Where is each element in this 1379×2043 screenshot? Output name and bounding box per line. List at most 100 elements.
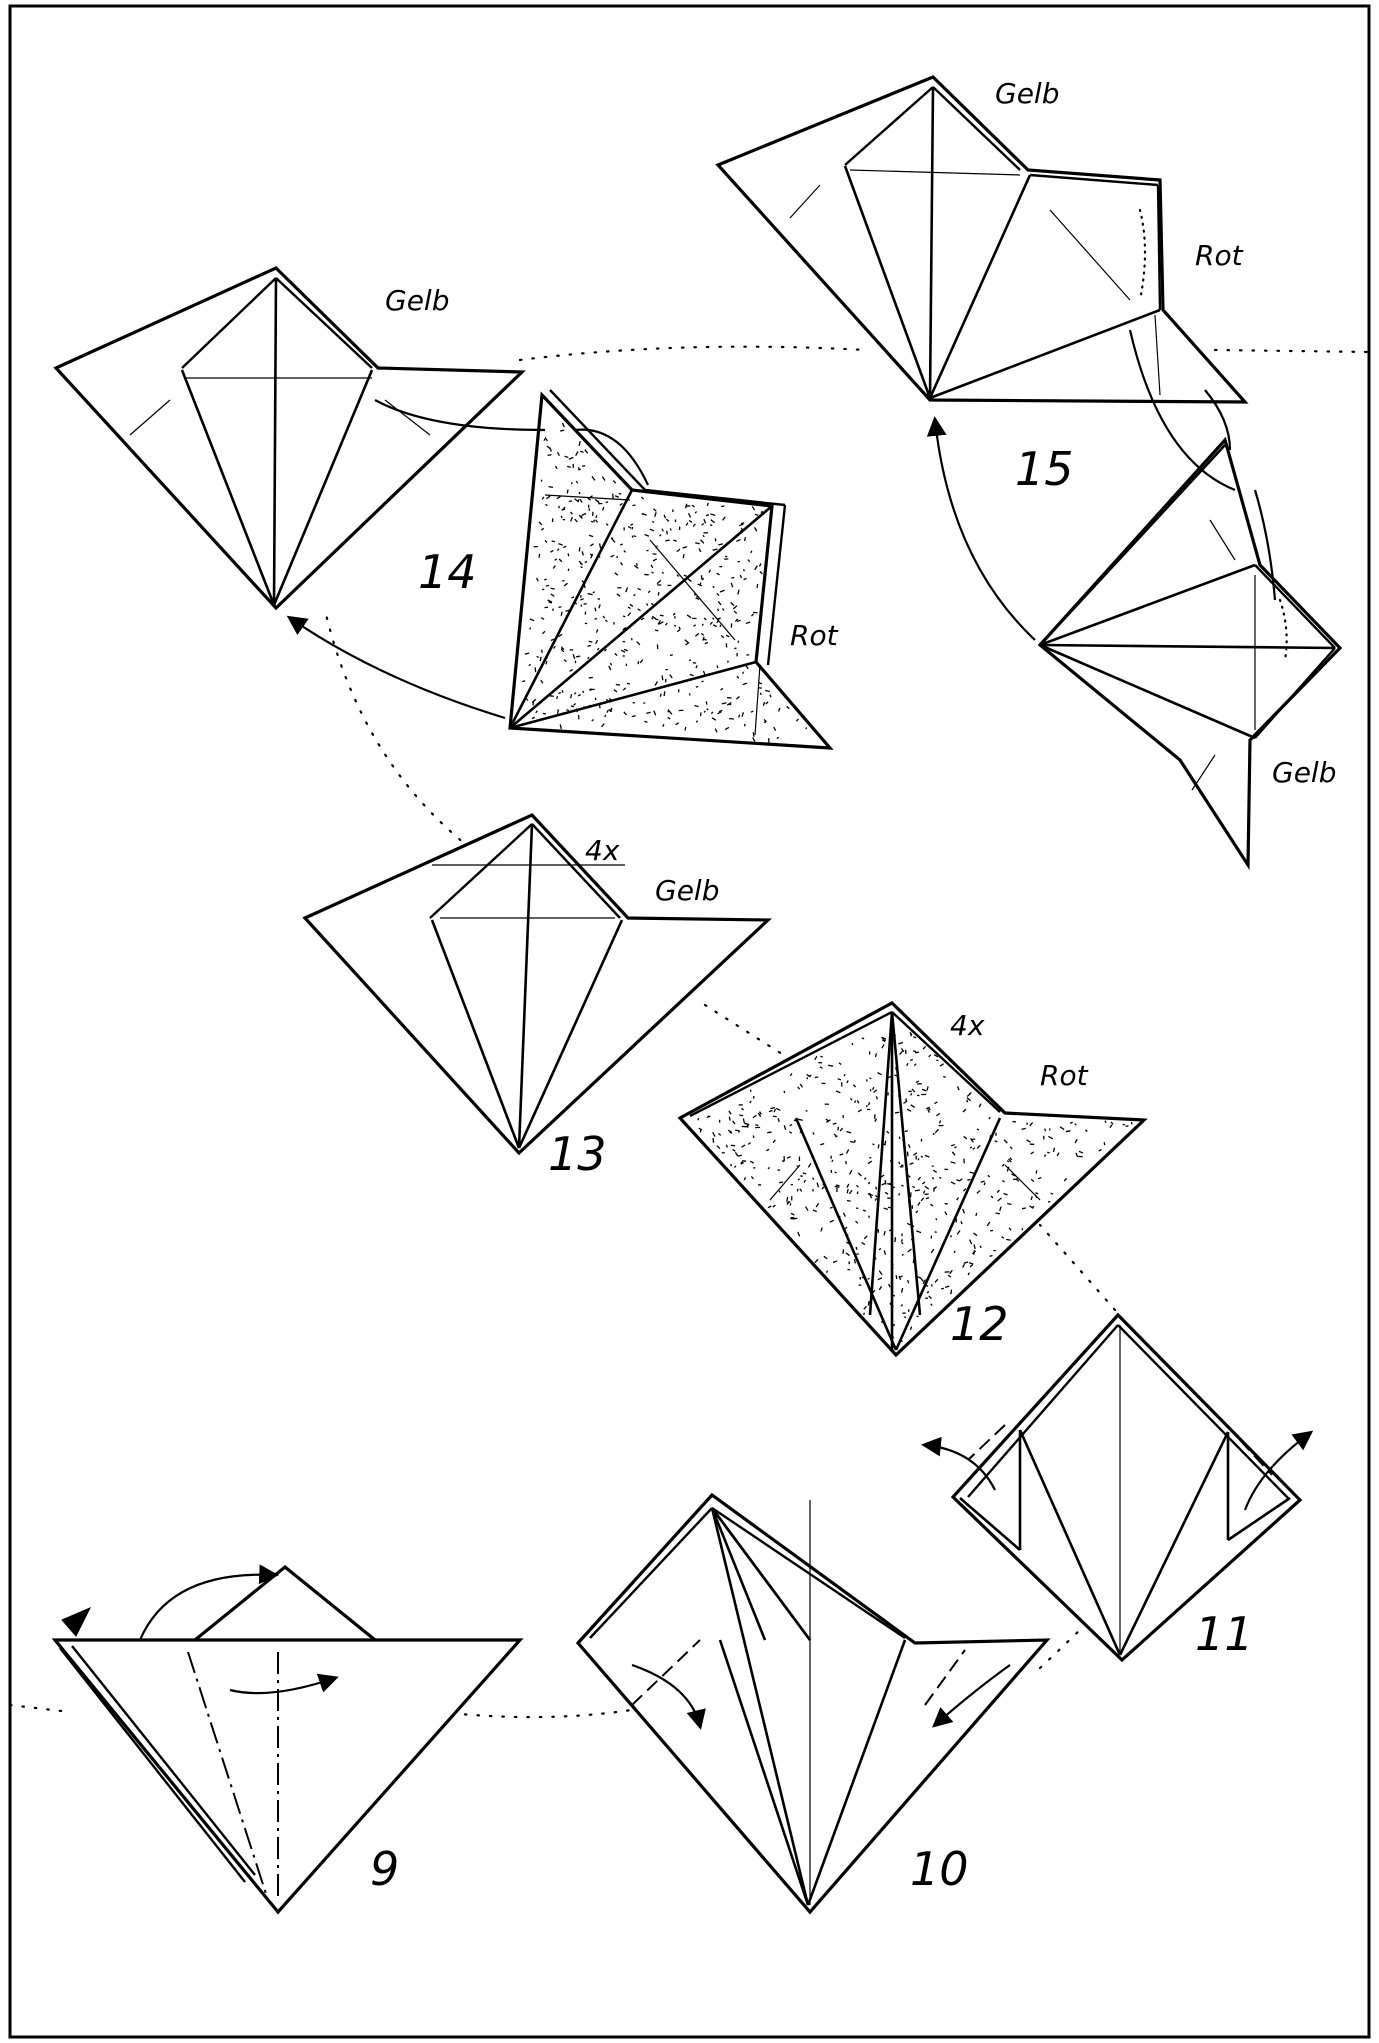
speckle-mark <box>868 1181 871 1185</box>
speckle-mark <box>574 518 578 523</box>
speckle-mark <box>766 1148 770 1152</box>
speckle-mark <box>914 1189 921 1192</box>
speckle-mark <box>663 514 667 519</box>
speckle-mark <box>886 1130 890 1134</box>
rot-label-14: Rot <box>790 619 839 652</box>
speckle-mark <box>684 726 687 731</box>
speckle-mark <box>563 659 567 663</box>
speckle-mark <box>917 1176 922 1181</box>
speckle-mark <box>728 1110 732 1115</box>
speckle-mark <box>595 515 598 519</box>
speckle-mark <box>815 1202 820 1208</box>
step-14-label: 14 <box>418 545 477 599</box>
speckle-mark <box>973 1232 978 1237</box>
speckle-mark <box>672 612 676 616</box>
speckle-mark <box>700 632 705 636</box>
speckle-mark <box>874 1197 878 1202</box>
speckle-mark <box>839 1153 844 1156</box>
speckle-mark <box>828 1064 834 1067</box>
speckle-mark <box>725 634 730 638</box>
speckle-mark <box>739 1114 744 1117</box>
speckle-mark <box>570 516 573 522</box>
speckle-mark <box>573 692 577 695</box>
speckle-mark <box>931 1177 935 1180</box>
speckle-mark <box>601 476 606 481</box>
speckle-mark <box>604 648 607 652</box>
speckle-mark <box>1110 1121 1114 1125</box>
speckle-mark <box>575 451 579 456</box>
speckle-mark <box>560 429 565 432</box>
speckle-mark <box>668 710 673 715</box>
speckle-mark <box>873 1089 878 1093</box>
speckle-mark <box>855 1220 859 1224</box>
speckle-mark <box>901 1253 904 1257</box>
speckle-mark <box>799 1130 803 1134</box>
speckle-mark <box>544 694 550 699</box>
count-label-13: 4x <box>585 834 620 867</box>
speckle-mark <box>703 518 707 524</box>
speckle-mark <box>857 1172 862 1177</box>
speckle-mark <box>609 707 613 713</box>
speckle-mark <box>941 1287 945 1290</box>
step-13-diagram <box>302 813 772 1156</box>
speckle-mark <box>702 534 705 538</box>
speckle-mark <box>803 1179 807 1183</box>
speckle-mark <box>1009 1157 1013 1161</box>
speckle-mark <box>737 589 740 595</box>
speckle-mark <box>727 1129 732 1133</box>
speckle-mark <box>640 617 645 621</box>
speckle-mark <box>598 543 602 549</box>
speckle-mark <box>685 641 690 646</box>
speckle-mark <box>924 1185 930 1190</box>
speckle-mark <box>595 639 599 645</box>
speckle-mark <box>954 1146 957 1149</box>
step-14-diagram <box>53 266 834 750</box>
speckle-mark <box>696 595 700 599</box>
speckle-mark <box>612 480 617 484</box>
step-12-label: 12 <box>950 1297 1009 1351</box>
speckle-mark <box>695 720 699 723</box>
speckle-mark <box>826 1270 829 1274</box>
speckle-mark <box>633 564 639 569</box>
speckle-mark <box>529 618 535 622</box>
speckle-mark <box>541 496 545 500</box>
speckle-mark <box>1035 1170 1038 1174</box>
speckle-mark <box>872 1086 875 1091</box>
speckle-mark <box>930 1203 934 1207</box>
speckle-mark <box>574 498 579 502</box>
speckle-mark <box>912 1258 915 1264</box>
speckle-mark <box>741 1144 746 1148</box>
speckle-mark <box>583 602 587 605</box>
speckle-mark <box>524 652 530 655</box>
speckle-mark <box>1063 1177 1068 1182</box>
speckle-mark <box>823 1255 828 1260</box>
speckle-mark <box>890 1290 894 1295</box>
speckle-mark <box>890 1186 895 1189</box>
speckle-mark <box>578 560 583 565</box>
speckle-mark <box>730 601 735 607</box>
speckle-mark <box>962 1188 967 1192</box>
speckle-mark <box>1074 1138 1078 1144</box>
speckle-mark <box>650 564 654 569</box>
speckle-mark <box>1078 1150 1084 1154</box>
speckle-mark <box>541 649 543 654</box>
speckle-mark <box>887 1206 892 1209</box>
speckle-mark <box>620 649 626 653</box>
speckle-mark <box>856 1184 859 1188</box>
speckle-mark <box>947 1274 952 1278</box>
speckle-mark <box>762 701 766 706</box>
speckle-mark <box>717 617 721 620</box>
speckle-mark <box>695 542 700 545</box>
speckle-mark <box>915 1080 920 1084</box>
speckle-mark <box>589 593 593 596</box>
speckle-mark <box>853 1258 856 1264</box>
speckle-mark <box>550 587 555 590</box>
speckle-mark <box>687 578 692 582</box>
speckle-mark <box>835 1135 838 1138</box>
speckle-mark <box>558 558 563 563</box>
speckle-mark <box>522 680 526 683</box>
speckle-mark <box>760 510 764 514</box>
speckle-mark <box>906 1062 909 1067</box>
speckle-mark <box>956 1197 960 1201</box>
speckle-mark <box>935 1217 938 1221</box>
